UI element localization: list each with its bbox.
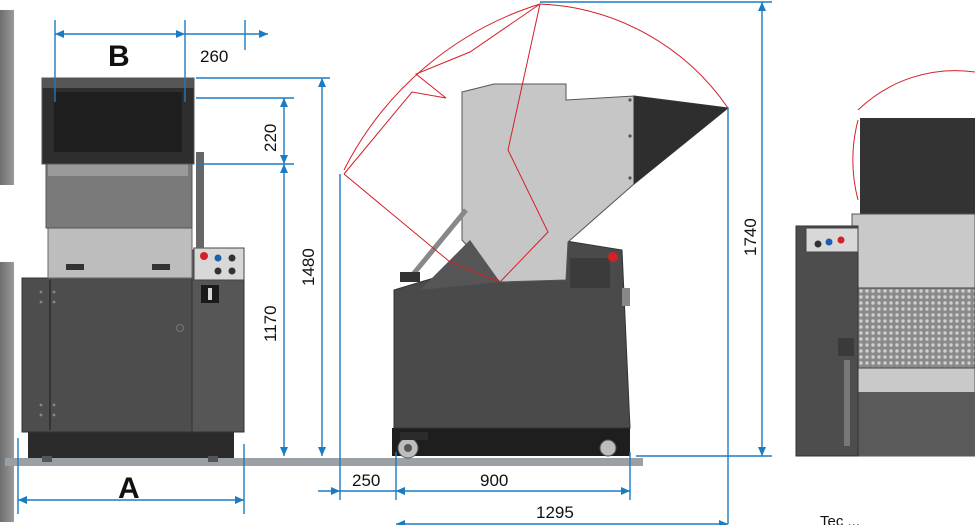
dim-label-250: 250: [352, 471, 380, 490]
dimension-lines: [17, 1, 772, 525]
dim-label-1740: 1740: [741, 218, 760, 256]
caster-wheel-rear: [599, 439, 617, 457]
dim-label-1480: 1480: [299, 248, 318, 286]
dim-label-900: 900: [480, 471, 508, 490]
side-gas-strut: [408, 208, 468, 280]
front-foot-left: [42, 456, 52, 462]
footer-caption: Tec ...: [820, 513, 860, 525]
side-view-machine: [392, 83, 730, 459]
front-gas-strut: [196, 152, 204, 248]
left-edge-shade-top: [0, 10, 14, 185]
side-feed-chute: [633, 95, 730, 186]
front-foot-right: [208, 456, 218, 462]
front-base: [28, 432, 234, 458]
right-partial-machine: [795, 70, 975, 457]
front-lower-cabinet: [21, 277, 193, 433]
right-hopper-top: [860, 118, 975, 214]
right-mesh-screen: [857, 287, 975, 369]
side-base: [392, 428, 630, 456]
dim-label-1295: 1295: [536, 503, 574, 522]
right-swing-arc: [857, 70, 975, 111]
front-control-panel: [193, 247, 245, 281]
front-cutting-chamber: [47, 227, 193, 279]
right-control-panel: [805, 227, 859, 253]
left-edge-shade-bottom: [0, 262, 14, 522]
dim-label-260: 260: [200, 47, 228, 66]
front-view-machine: [21, 77, 245, 462]
dim-label-b: B: [108, 40, 130, 73]
front-door-knob: [176, 324, 184, 332]
dim-label-220: 220: [261, 124, 280, 152]
hopper-swing-envelope: [343, 3, 729, 283]
dim-label-1170: 1170: [261, 305, 280, 342]
dim-label-a: A: [118, 472, 140, 505]
ground-line: [5, 458, 643, 466]
